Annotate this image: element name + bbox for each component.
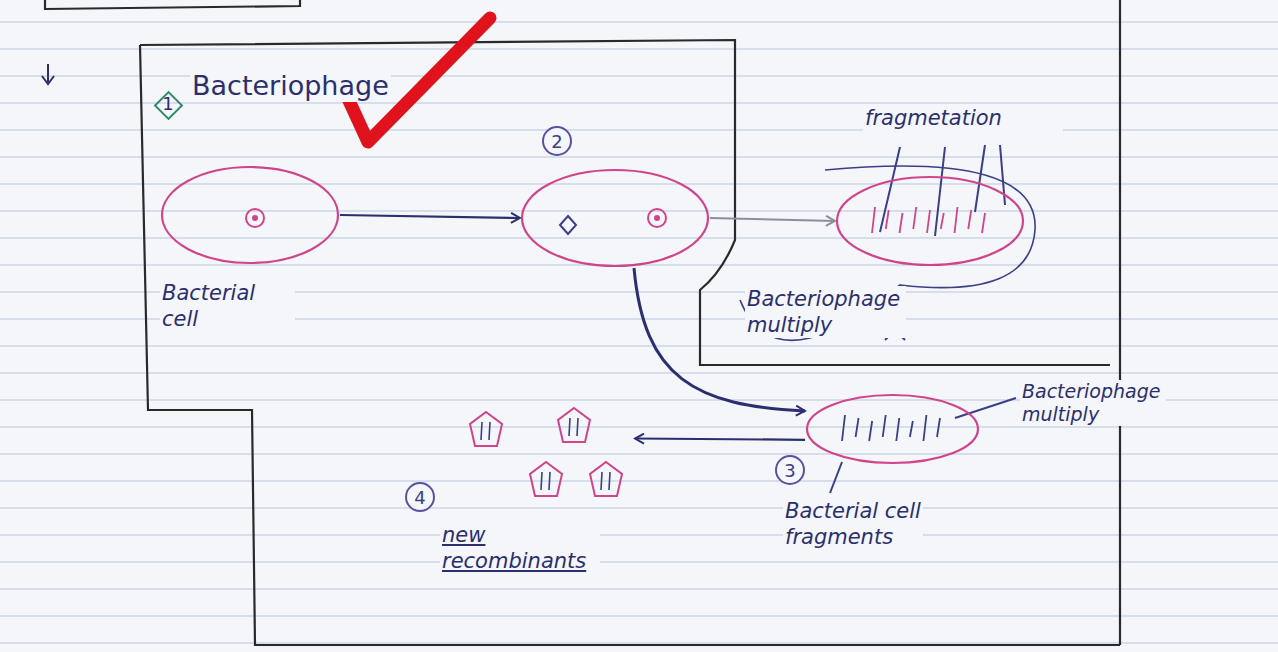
bacterial-cell: fragmetation <box>835 175 1025 267</box>
bacterial-cell: Bacterial cell <box>160 165 340 265</box>
recombinant-phage <box>530 462 562 496</box>
recombinant-phage <box>558 408 590 442</box>
nucleoid <box>246 209 264 227</box>
callout-number: 3 <box>775 455 805 485</box>
node-label: Bacterial cell fragments <box>783 498 923 550</box>
cell-outline <box>522 170 708 266</box>
flow-arrow <box>710 218 835 221</box>
cell-shape <box>805 393 980 465</box>
dna-fragments <box>872 207 985 233</box>
cell-outline <box>807 395 978 463</box>
callout-number: 4 <box>405 482 435 512</box>
phage-dna <box>560 216 576 234</box>
cell-shape <box>520 168 710 268</box>
recombinant-phage <box>590 462 622 496</box>
node-label: new recombinants <box>440 522 600 574</box>
down-mark <box>42 64 54 84</box>
note-label: Bacteriophage multiply <box>1020 380 1166 426</box>
phage-dna <box>481 422 490 440</box>
phage-dna <box>541 472 550 490</box>
phage-dna <box>569 418 578 436</box>
nucleoid-dot <box>252 215 258 221</box>
cell-shape <box>835 175 1025 267</box>
callout-number: 2 <box>542 126 572 156</box>
cell-outline <box>837 177 1023 265</box>
bacterial-cell: 2 <box>520 168 710 268</box>
cell-shape <box>160 165 340 265</box>
heading-label: Bacteriophage <box>190 70 391 102</box>
scribble-loop <box>740 166 1035 340</box>
node-label: Bacterial cell <box>160 280 295 332</box>
bacterial-cell: 3Bacterial cell fragments <box>805 393 980 465</box>
dna-fragments <box>842 415 940 441</box>
nucleoid-dot <box>654 215 660 221</box>
flow-arrow <box>340 215 520 218</box>
phage-dna <box>601 472 610 490</box>
ruled-lines <box>0 22 1278 643</box>
flow-arrow <box>635 439 805 440</box>
cell-outline <box>162 167 338 263</box>
callout-number: 1 <box>153 90 183 120</box>
note-label: Bacteriophage multiply <box>745 286 906 338</box>
node-label: fragmetation <box>863 105 1063 131</box>
nucleoid <box>648 209 666 227</box>
frame-lines <box>45 0 1120 645</box>
cell-shape <box>450 400 635 510</box>
phage-group: 4new recombinants <box>450 400 635 510</box>
recombinant-phage <box>470 412 502 446</box>
